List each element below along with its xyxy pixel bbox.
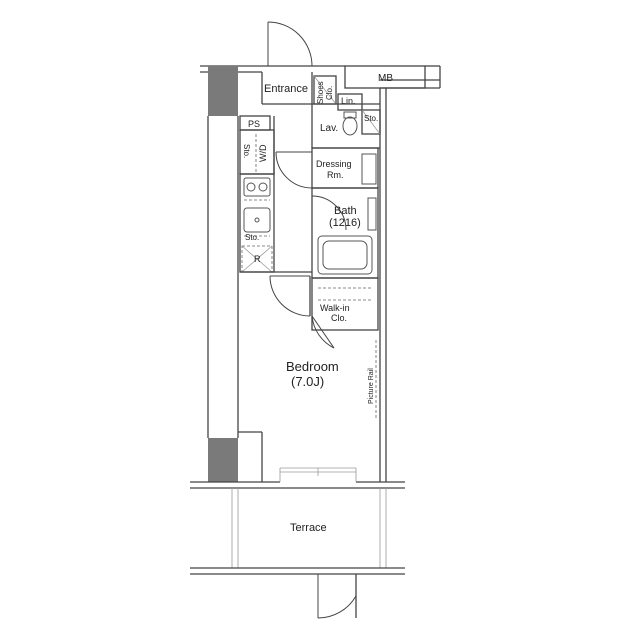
left-column-bottom [208, 438, 238, 482]
label-lav: Lav. [320, 123, 338, 134]
label-entrance: Entrance [264, 83, 308, 95]
left-column-top [208, 66, 238, 116]
label-picture-rail: Picture Rail [368, 368, 375, 404]
label-walkin: Walk-in [320, 303, 350, 313]
dressing-room [275, 147, 379, 189]
bottom-wall [190, 431, 405, 489]
bedroom-door [269, 275, 311, 317]
label-bath: Bath [334, 205, 357, 217]
label-mb: MB [378, 73, 393, 84]
label-shoes: Shoes [316, 81, 325, 104]
label-sto-kitchen: Sto. [245, 233, 259, 242]
label-ps: PS [248, 119, 260, 129]
terrace-area [190, 488, 405, 575]
bath [311, 187, 379, 279]
label-bath-size: (1216) [329, 217, 361, 229]
label-walkin-clo: Clo. [331, 313, 347, 323]
label-sto-wd: Sto. [242, 144, 251, 158]
label-r: R [254, 254, 261, 264]
label-terrace: Terrace [290, 522, 327, 534]
label-dressing: Dressing [316, 159, 352, 169]
label-shoes-clo: Clo. [325, 86, 334, 100]
label-dressing-rm: Rm. [327, 170, 344, 180]
mb-box [344, 65, 440, 89]
label-sto-lav: Sto. [364, 114, 378, 123]
label-wd: W/D [258, 144, 268, 162]
label-lin: Lin. [341, 96, 356, 106]
label-bedroom: Bedroom [286, 359, 339, 374]
walkin-closet [311, 277, 379, 349]
entrance-door [267, 21, 313, 67]
label-bedroom-size: (7.0J) [291, 374, 324, 389]
terrace-door [317, 574, 357, 619]
